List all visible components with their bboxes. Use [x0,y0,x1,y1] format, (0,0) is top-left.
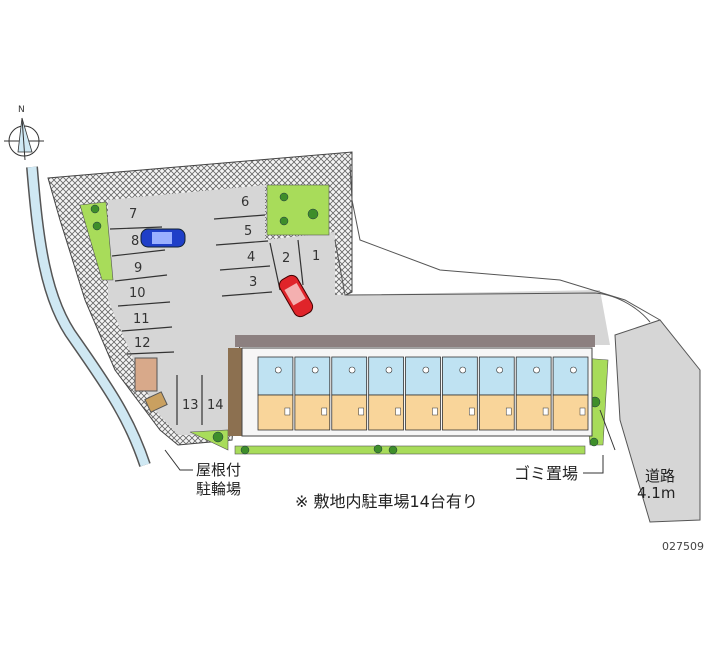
apartment-unit [368,356,404,431]
road-label: 道路 [645,467,675,485]
garbage-label: ゴミ置場 [514,464,578,483]
apartment-unit [515,356,552,431]
trees [90,192,601,455]
space-5: 5 [244,224,252,239]
space-8: 8 [131,234,139,249]
space-4: 4 [247,250,255,265]
car-blue [140,228,186,248]
apartment-unit [331,356,368,431]
road-width-label: 4.1m [637,484,675,502]
bicycle-parking [134,357,158,392]
space-10: 10 [129,286,146,301]
space-6: 6 [241,195,249,210]
green-areas [79,184,609,455]
apartment-unit [442,356,478,431]
space-9: 9 [134,261,142,276]
apartment-unit [405,356,441,431]
space-14: 14 [207,398,224,413]
apartment-unit [294,356,331,431]
road [614,319,701,523]
parking-lines [109,214,304,425]
apartment-unit [257,356,294,431]
apartment-unit [478,356,515,431]
space-7: 7 [129,207,137,222]
space-2: 2 [282,251,290,266]
building [228,335,595,437]
property-code: 027509 [662,540,704,553]
bicycle-parking-label-2: 駐輪場 [196,480,241,498]
space-11: 11 [133,312,150,327]
north-label: N [18,105,25,115]
space-1: 1 [312,249,320,264]
space-12: 12 [134,336,151,351]
apartment-unit [552,356,589,431]
parking-numbers: 1 2 3 4 5 6 7 8 9 10 11 12 13 14 [129,195,320,413]
parking-note: ※ 敷地内駐車場14台有り [295,492,478,511]
car-red [278,274,314,318]
space-13: 13 [182,398,199,413]
compass-icon: N [4,105,44,161]
space-3: 3 [249,275,257,290]
bicycle-parking-label: 屋根付 [196,461,241,479]
